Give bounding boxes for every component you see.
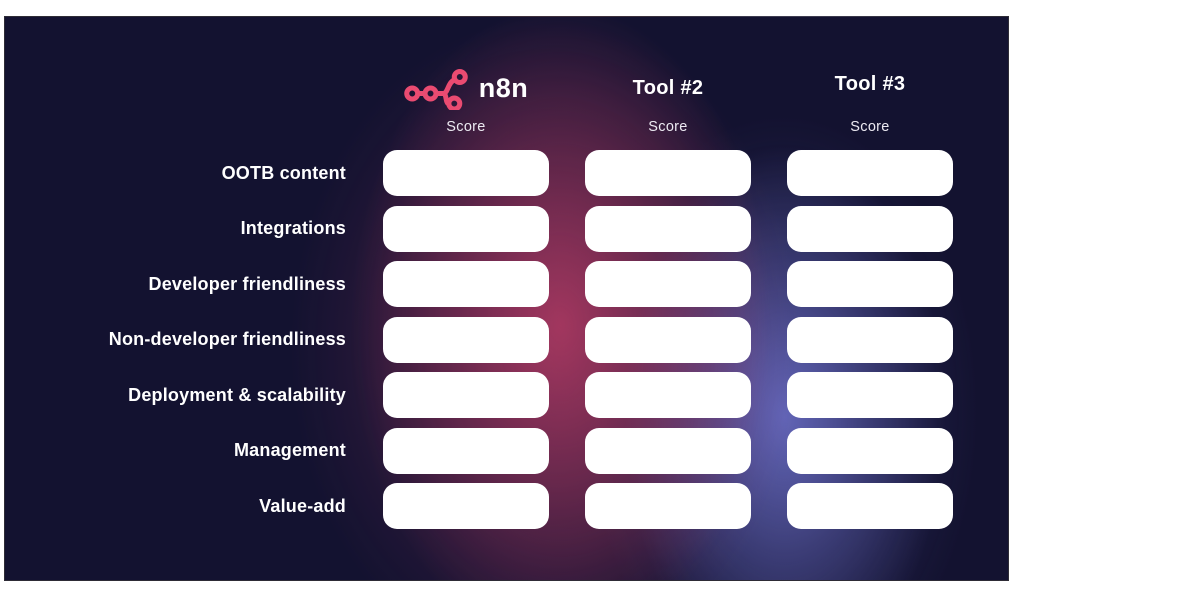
score-box-tool-2-value-add[interactable]: [585, 483, 751, 529]
criteria-label: Developer friendliness: [148, 273, 346, 294]
score-box-tool-3-ootb-content[interactable]: [787, 150, 953, 196]
row-value-add: Value-add: [5, 483, 971, 529]
column-header-n8n: n8n Score: [365, 66, 567, 135]
comparison-card: n8n Score Tool #2 Score Tool #3 Score OO…: [4, 16, 1009, 581]
score-box-tool-2-management[interactable]: [585, 427, 751, 474]
score-column-label-tool-2: Score: [648, 119, 688, 135]
score-box-tool-2-developer-friendliness[interactable]: [585, 261, 751, 307]
score-box-tool-3-deployment-scalability[interactable]: [787, 372, 953, 418]
column-header-tool-3: Tool #3 Score: [769, 66, 971, 136]
score-box-n8n-integrations[interactable]: [383, 205, 549, 252]
n8n-logo: n8n: [365, 66, 567, 110]
criteria-label: Non-developer friendliness: [108, 329, 346, 349]
score-box-tool-3-value-add[interactable]: [787, 483, 953, 529]
score-box-n8n-ootb-content[interactable]: [383, 150, 549, 196]
score-box-tool-3-integrations[interactable]: [787, 205, 953, 252]
score-box-tool-3-non-developer-friendliness[interactable]: [787, 316, 953, 363]
score-box-tool-3-developer-friendliness[interactable]: [787, 261, 953, 307]
criteria-label: Deployment & scalability: [128, 384, 346, 405]
score-box-tool-2-ootb-content[interactable]: [585, 150, 751, 196]
row-ootb-content: OOTB content: [5, 150, 971, 196]
score-column-label-n8n: Score: [446, 119, 486, 135]
score-box-n8n-deployment-scalability[interactable]: [383, 372, 549, 418]
score-box-tool-2-integrations[interactable]: [585, 205, 751, 252]
criteria-label: Management: [233, 440, 346, 460]
score-box-n8n-management[interactable]: [383, 427, 549, 474]
row-management: Management: [5, 427, 971, 474]
criteria-label: Value-add: [259, 495, 346, 516]
n8n-logo-icon: [403, 69, 468, 110]
score-column-label-tool-3: Score: [850, 119, 890, 135]
criteria-label: OOTB content: [221, 162, 346, 183]
column-header-tool-2: Tool #2 Score: [567, 66, 769, 136]
score-box-tool-2-non-developer-friendliness[interactable]: [585, 316, 751, 363]
score-box-n8n-value-add[interactable]: [383, 483, 549, 529]
table-header: n8n Score Tool #2 Score Tool #3 Score: [5, 66, 971, 135]
header-spacer: [5, 66, 365, 135]
score-box-tool-2-deployment-scalability[interactable]: [585, 372, 751, 418]
tool-3-name: Tool #3: [834, 72, 906, 95]
row-deployment-scalability: Deployment & scalability: [5, 372, 971, 418]
score-box-n8n-non-developer-friendliness[interactable]: [383, 316, 549, 363]
row-non-developer-friendliness: Non-developer friendliness: [5, 316, 971, 363]
tool-2-name: Tool #2: [632, 76, 704, 99]
criteria-label: Integrations: [240, 218, 346, 238]
criteria-rows: OOTB content Integrations Developer frie…: [5, 150, 971, 529]
score-box-n8n-developer-friendliness[interactable]: [383, 261, 549, 307]
score-box-tool-3-management[interactable]: [787, 427, 953, 474]
n8n-logo-text: n8n: [478, 72, 529, 103]
row-integrations: Integrations: [5, 205, 971, 252]
row-developer-friendliness: Developer friendliness: [5, 261, 971, 307]
